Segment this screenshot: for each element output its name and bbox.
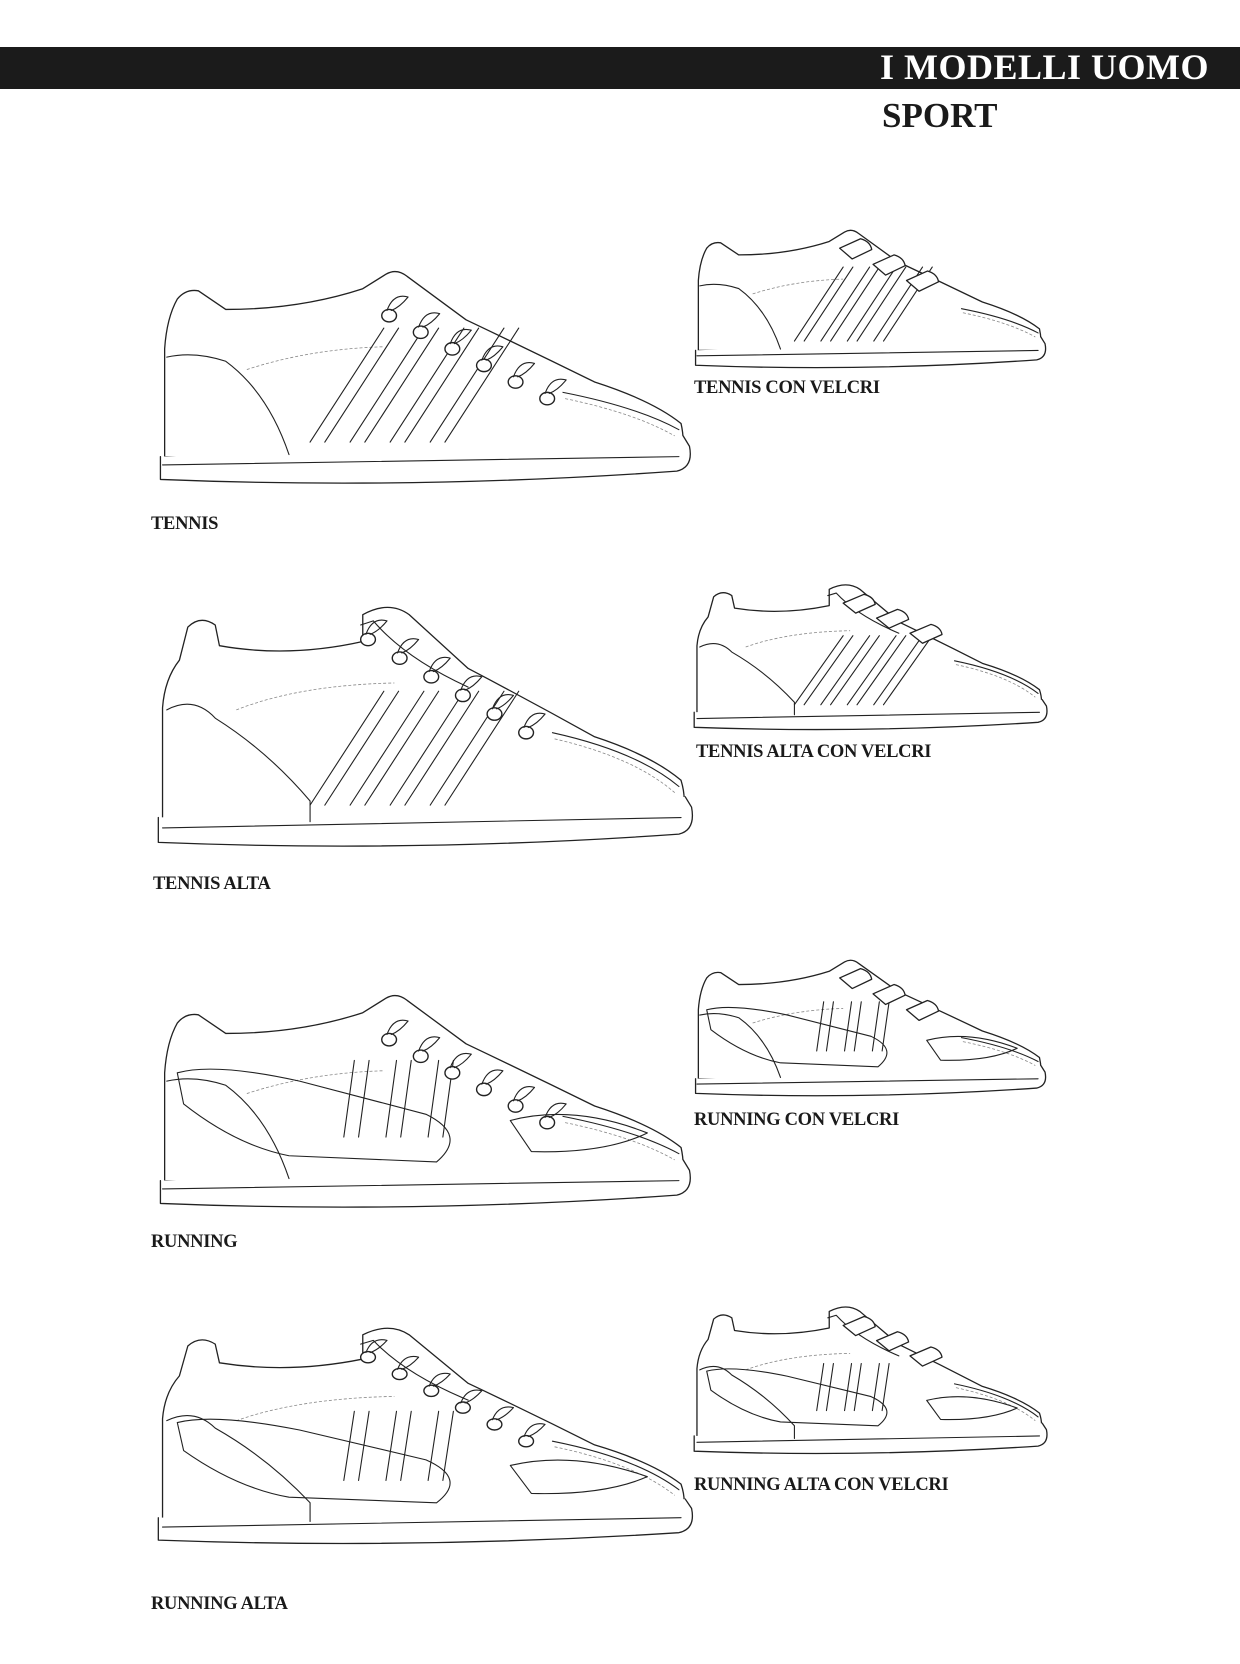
model-label-tennis-alta: TENNIS ALTA [153, 874, 271, 894]
model-label-tennis-alta-con-velcri: TENNIS ALTA CON VELCRI [696, 742, 932, 762]
running-high-velcro-shoe-drawing [690, 1300, 1052, 1462]
model-label-tennis: TENNIS [151, 514, 219, 534]
header-bar [0, 47, 1240, 89]
model-label-running-alta: RUNNING ALTA [151, 1594, 288, 1614]
tennis-high-velcro-shoe-drawing [690, 578, 1052, 738]
model-label-running-alta-con-velcri: RUNNING ALTA CON VELCRI [694, 1475, 949, 1495]
model-label-running: RUNNING [151, 1232, 238, 1252]
page-title: I MODELLI UOMO [880, 47, 1210, 87]
page-subtitle: SPORT [882, 96, 998, 135]
tennis-high-shoe-drawing [152, 596, 700, 860]
running-velcro-shoe-drawing [690, 958, 1052, 1104]
running-high-shoe-drawing [152, 1318, 700, 1556]
tennis-velcro-shoe-drawing [690, 228, 1052, 376]
tennis-shoe-drawing [152, 268, 700, 496]
model-label-running-con-velcri: RUNNING CON VELCRI [694, 1110, 899, 1130]
running-shoe-drawing [152, 992, 700, 1220]
model-label-tennis-con-velcri: TENNIS CON VELCRI [694, 378, 880, 398]
